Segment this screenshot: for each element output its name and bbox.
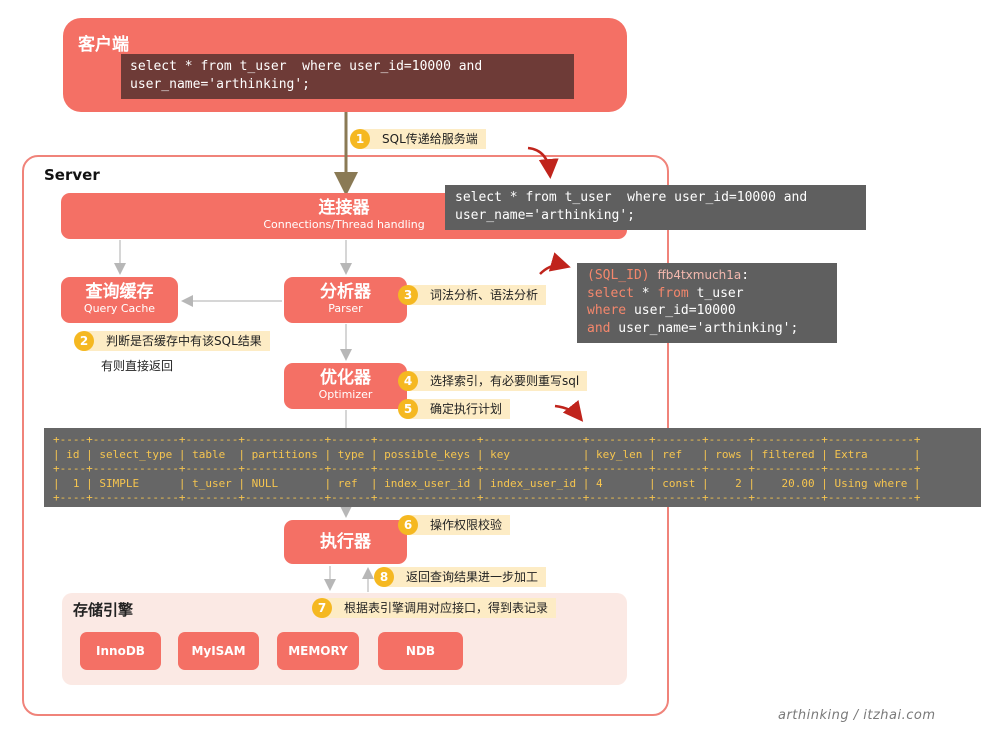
kw-from: from	[657, 285, 689, 301]
parsed-sql-code: (SQL_ID) ffb4txmuch1a: select * from t_u…	[577, 263, 837, 343]
optimizer-cn: 优化器	[320, 368, 371, 388]
explain-border-mid: +----+-------------+--------+-----------…	[53, 462, 921, 475]
step-7-badge: 7	[312, 598, 332, 618]
sql-id-value: ffb4txmuch1a	[657, 268, 742, 282]
step-2-badge: 2	[74, 331, 94, 351]
step-6-text: 操作权限校验	[430, 518, 503, 532]
optimizer-block: 优化器 Optimizer	[284, 363, 407, 409]
sql-star: *	[633, 285, 658, 301]
explain-row: | 1 | SIMPLE | t_user | NULL | ref | ind…	[53, 476, 921, 490]
red-arrow-1	[527, 146, 559, 179]
connector-cn: 连接器	[318, 198, 370, 218]
cache-return-note: 有则直接返回	[101, 359, 174, 373]
step-8-badge: 8	[374, 567, 394, 587]
step-4-badge: 4	[398, 371, 418, 391]
step-3-note: 3 词法分析、语法分析	[398, 285, 547, 305]
step-5-text: 确定执行计划	[430, 402, 503, 416]
step-3-text: 词法分析、语法分析	[430, 288, 539, 302]
step-1-text: SQL传递给服务端	[382, 132, 478, 146]
step-2-note: 2 判断是否缓存中有该SQL结果	[74, 331, 270, 351]
sql-and-cond: user_name='arthinking';	[610, 320, 799, 336]
sql-id-label: (SQL_ID)	[587, 268, 650, 283]
step-5-badge: 5	[398, 399, 418, 419]
received-sql-code: select * from t_user where user_id=10000…	[445, 185, 866, 230]
sql-id-colon: :	[741, 268, 750, 283]
step-1-note: 1 SQL传递给服务端	[350, 129, 486, 149]
parser-cn: 分析器	[320, 282, 371, 302]
engine-memory: MEMORY	[277, 632, 359, 670]
optimizer-en: Optimizer	[318, 388, 373, 401]
step-4-text: 选择索引，有必要则重写sql	[430, 374, 580, 388]
client-title: 客户端	[78, 35, 129, 55]
kw-and: and	[587, 320, 611, 336]
explain-border-top: +----+-------------+--------+-----------…	[53, 433, 921, 446]
server-title: Server	[44, 166, 100, 184]
cache-en: Query Cache	[83, 302, 156, 315]
step-3-badge: 3	[398, 285, 418, 305]
explain-table: +----+-------------+--------+-----------…	[44, 428, 981, 507]
parser-block: 分析器 Parser	[284, 277, 407, 323]
executor-cn: 执行器	[320, 532, 371, 552]
cache-cn: 查询缓存	[85, 282, 154, 302]
client-sql-code: select * from t_user where user_id=10000…	[121, 54, 574, 99]
explain-header: | id | select_type | table | partitions …	[53, 447, 921, 461]
step-5-note: 5 确定执行计划	[398, 399, 511, 419]
engine-ndb: NDB	[378, 632, 463, 670]
step-6-note: 6 操作权限校验	[398, 515, 511, 535]
watermark: arthinking / itzhai.com	[778, 708, 936, 723]
step-8-text: 返回查询结果进一步加工	[406, 570, 539, 584]
step-8-note: 8 返回查询结果进一步加工	[374, 567, 547, 587]
step-2-text: 判断是否缓存中有该SQL结果	[106, 334, 262, 348]
step-4-note: 4 选择索引，有必要则重写sql	[398, 371, 588, 391]
kw-where: where	[587, 303, 627, 318]
step-7-text: 根据表引擎调用对应接口，得到表记录	[344, 601, 549, 615]
kw-select: select	[587, 285, 634, 301]
engine-innodb: InnoDB	[80, 632, 161, 670]
executor-block: 执行器	[284, 520, 407, 564]
step-6-badge: 6	[398, 515, 418, 535]
engine-myisam: MyISAM	[178, 632, 259, 670]
step-7-note: 7 根据表引擎调用对应接口，得到表记录	[312, 598, 557, 618]
explain-border-bottom: +----+-------------+--------+-----------…	[53, 491, 921, 504]
query-cache-block: 查询缓存 Query Cache	[61, 277, 178, 323]
red-arrow-3	[554, 400, 584, 422]
step-1-badge: 1	[350, 129, 370, 149]
red-arrow-2	[539, 252, 571, 275]
connector-en: Connections/Thread handling	[263, 218, 425, 231]
sql-where-cond: user_id=10000	[626, 303, 736, 318]
sql-table: t_user	[688, 285, 744, 301]
parser-en: Parser	[328, 302, 363, 315]
storage-title: 存储引擎	[73, 601, 134, 619]
